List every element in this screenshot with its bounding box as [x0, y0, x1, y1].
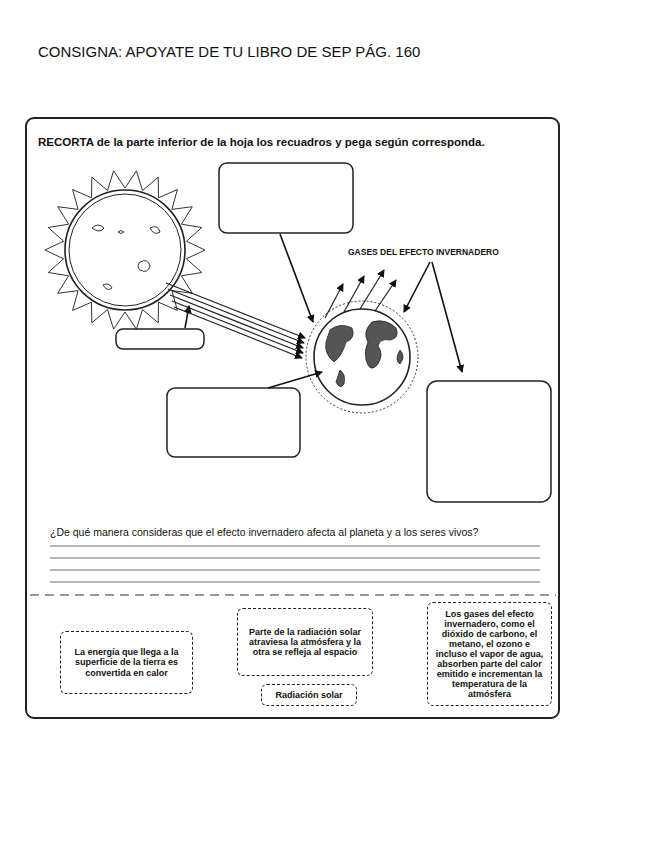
answer-lines	[50, 546, 540, 582]
instruction: RECORTA de la parte inferior de la hoja …	[38, 136, 538, 148]
cutout-text: Los gases del efecto invernadero, como e…	[433, 609, 546, 700]
cutout-text: La energía que llega a la superficie de …	[66, 647, 187, 677]
page-heading: CONSIGNA: APOYATE DE TU LIBRO DE SEP PÁG…	[38, 43, 420, 60]
diagram-label: GASES DEL EFECTO INVERNADERO	[347, 247, 500, 257]
cutout-box: Los gases del efecto invernadero, como e…	[427, 602, 552, 706]
question: ¿De qué manera consideras que el efecto …	[50, 526, 545, 538]
cutout-box: Radiación solar	[261, 684, 357, 706]
earth	[306, 301, 418, 413]
cut-line	[30, 594, 556, 595]
sun	[45, 171, 205, 329]
cutout-box: Parte de la radiación solar atraviesa la…	[237, 608, 373, 676]
cutout-box: La energía que llega a la superficie de …	[60, 631, 193, 694]
cutout-text: Radiación solar	[275, 690, 342, 700]
sheet-frame	[26, 118, 559, 718]
paste-box	[116, 163, 551, 502]
cutout-text: Parte de la radiación solar atraviesa la…	[243, 627, 367, 657]
